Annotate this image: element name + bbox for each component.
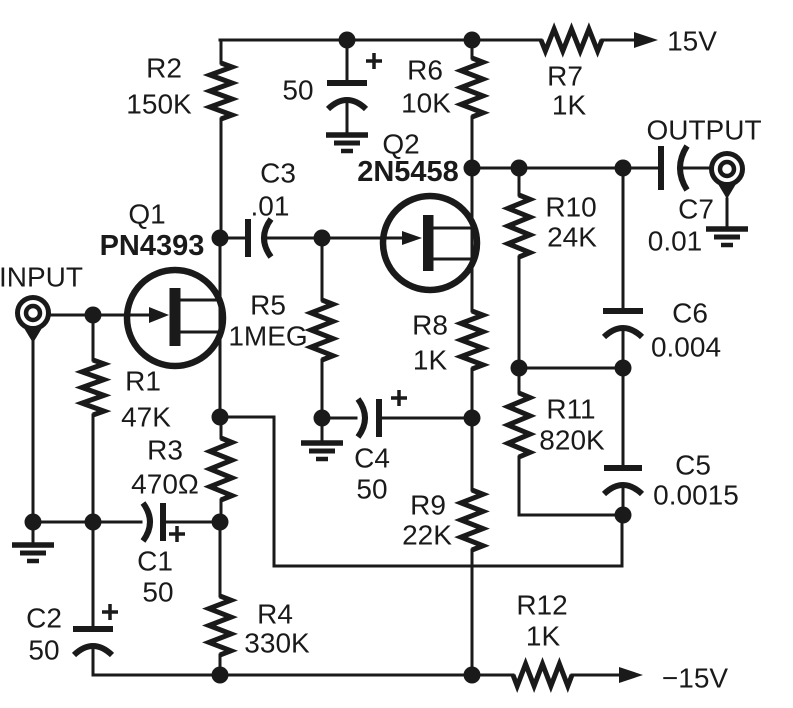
r1-value: 47K	[121, 402, 171, 433]
power-rail-wires	[91, 38, 637, 677]
resistor-r11	[501, 390, 537, 460]
resistor-r6	[453, 55, 491, 120]
resistor-r5	[304, 297, 340, 363]
r9-ref: R9	[410, 490, 446, 521]
arrow-minus15v-icon	[619, 667, 643, 683]
c6-ref: C6	[672, 298, 708, 329]
r3-ref: R3	[147, 435, 183, 466]
r12-value: 1K	[526, 621, 561, 652]
plus-polarity-icon	[366, 53, 382, 69]
jack-sleeve-icon	[718, 184, 736, 199]
input-jack	[15, 295, 51, 343]
capacitor-c3	[245, 217, 274, 259]
gate-arrow-icon	[149, 307, 169, 323]
gate-arrow-icon	[402, 231, 422, 245]
capacitor-bypass-50	[325, 53, 382, 112]
capacitor-c4	[355, 390, 407, 439]
c3-ref: C3	[260, 158, 296, 189]
resistor-r7	[538, 22, 605, 58]
channel-bar	[423, 215, 434, 271]
resistor-r1	[74, 357, 112, 418]
c5-value: 0.0015	[653, 480, 739, 511]
channel-bar	[169, 288, 181, 346]
r6-ref: R6	[407, 55, 443, 86]
c4-ref: C4	[354, 443, 390, 474]
output-jack	[709, 151, 745, 199]
resistor-r10	[501, 192, 537, 260]
input-label: INPUT	[0, 262, 83, 293]
r4-value: 330K	[244, 628, 310, 659]
r8-value: 1K	[413, 345, 448, 376]
capacitor-c5	[601, 465, 645, 497]
c5-ref: C5	[675, 450, 711, 481]
arrow-plus15v-icon	[634, 32, 658, 48]
c1-value: 50	[142, 577, 173, 608]
r7-value: 1K	[552, 90, 587, 121]
jfet-q1	[123, 266, 227, 370]
r12-ref: R12	[516, 590, 567, 621]
capacitor-c1	[140, 501, 185, 543]
r10-value: 24K	[547, 222, 597, 253]
plus-polarity-icon	[169, 526, 185, 542]
right-section-wires	[218, 166, 729, 568]
c7-ref: C7	[678, 194, 714, 225]
resistor-r4	[201, 593, 239, 658]
plus-polarity-icon	[391, 390, 407, 406]
r2-value: 150K	[126, 89, 192, 120]
c7-value: 0.01	[648, 226, 703, 257]
c3-value: .01	[251, 191, 290, 222]
r11-value: 820K	[539, 425, 605, 456]
capacitors	[71, 53, 690, 658]
capacitor-c2	[71, 604, 118, 658]
labels: INPUT OUTPUT 15V −15V Q1 PN4393 Q2 2N545…	[0, 26, 762, 694]
negative-rail-label: −15V	[662, 663, 728, 694]
r10-ref: R10	[545, 192, 596, 223]
r8-ref: R8	[412, 310, 448, 341]
jack-sleeve-icon	[24, 328, 42, 343]
c1-ref: C1	[137, 546, 173, 577]
ground-icon-input	[12, 542, 54, 564]
q2-ref: Q2	[382, 129, 419, 160]
bypass-cap-value: 50	[282, 75, 313, 106]
r7-ref: R7	[547, 61, 583, 92]
left-section-wires	[31, 38, 349, 677]
capacitor-c7	[658, 144, 690, 192]
capacitor-c6	[601, 308, 645, 340]
junction-dots	[24, 31, 632, 684]
plus-polarity-icon	[102, 604, 118, 620]
positive-rail-label: 15V	[667, 26, 717, 57]
c2-ref: C2	[26, 603, 62, 634]
c2-value: 50	[28, 635, 59, 666]
r11-ref: R11	[546, 394, 595, 425]
resistor-r9	[454, 487, 490, 553]
ground-icon-output	[706, 226, 748, 248]
wires	[31, 38, 729, 677]
q1-part: PN4393	[100, 230, 205, 262]
r1-ref: R1	[125, 366, 161, 397]
resistors	[74, 22, 605, 694]
middle-section-wires	[218, 38, 474, 677]
c6-value: 0.004	[651, 332, 721, 363]
r3-value: 470Ω	[131, 469, 199, 500]
q1-ref: Q1	[128, 199, 165, 230]
r5-ref: R5	[250, 290, 286, 321]
ground-icon-c4	[301, 440, 343, 462]
output-label: OUTPUT	[646, 115, 761, 146]
resistor-r8	[453, 308, 491, 372]
r4-ref: R4	[257, 599, 293, 630]
c4-value: 50	[356, 474, 387, 505]
r5-value: 1MEG	[228, 321, 307, 352]
resistor-r12	[510, 656, 575, 694]
r6-value: 10K	[401, 88, 451, 119]
resistor-r2	[202, 60, 240, 122]
resistor-r3	[203, 435, 239, 503]
jfet-q2	[379, 192, 481, 294]
ground-icon-bypass	[326, 132, 368, 154]
r9-value: 22K	[402, 520, 452, 551]
r2-ref: R2	[146, 53, 182, 84]
q2-part: 2N5458	[357, 156, 459, 188]
